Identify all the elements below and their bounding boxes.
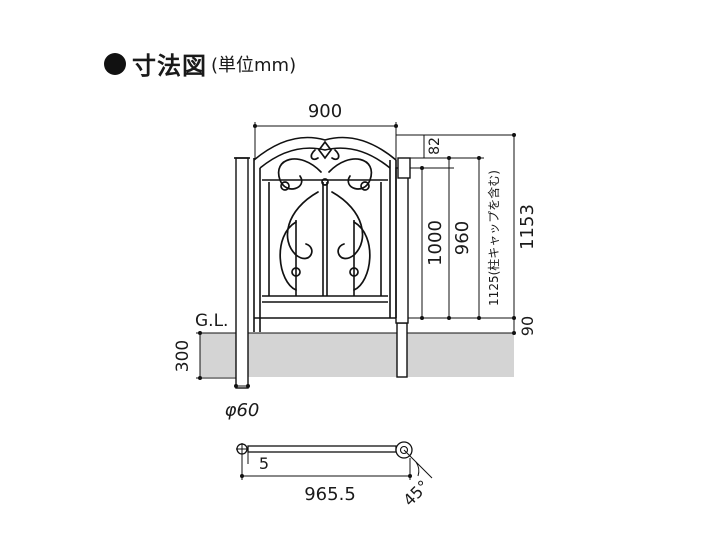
dim-1153-label: 1153 [517,204,538,250]
unit-note: (単位mm) [211,54,297,76]
dim-960-label: 960 [452,221,473,255]
dim-90-label: 90 [518,316,537,336]
left-post [235,157,249,389]
bullet-icon [104,52,126,75]
dim-width-label: 900 [308,101,342,122]
plan-view [236,441,433,480]
ground-level-label: G.L. [195,311,228,331]
right-post-upper [395,167,409,324]
dim-1000-label: 1000 [425,220,446,266]
ground-area [200,333,514,377]
dim-plan-offset-label: 5 [259,454,269,473]
right-post [396,322,408,378]
gate-panel [253,136,397,332]
diagram-title: 寸法図 (単位mm) [104,46,296,81]
dim-post-diameter-label: φ60 [225,400,260,421]
title-main: 寸法図 [132,52,207,80]
dim-1125-label: 1125(柱キャップを含む) [486,170,501,306]
dim-plan-length-label: 965.5 [304,484,356,505]
dim-plan-angle-label: 45° [399,476,432,509]
dim-82-label: 82 [427,137,443,155]
dim-300-label: 300 [173,340,193,372]
hinge-top [397,157,411,179]
